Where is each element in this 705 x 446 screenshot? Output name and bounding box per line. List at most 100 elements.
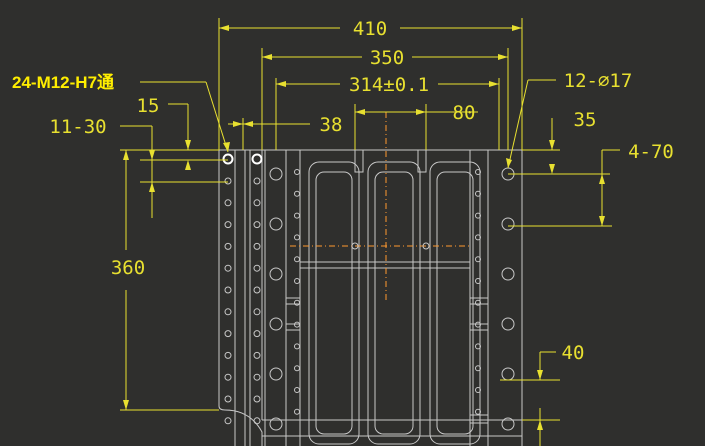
dim-height: 360 (111, 257, 145, 279)
arrowhead (149, 150, 155, 160)
center-lines (290, 112, 470, 300)
tapped-hole (253, 221, 261, 229)
slot-center (367, 161, 421, 445)
rail-hole (475, 321, 481, 328)
plate-geometry (218, 149, 523, 446)
tapped-hole (224, 286, 232, 294)
highlighted-tapped-hole (251, 153, 263, 165)
rail-bracket (285, 323, 301, 331)
rail-hole (475, 234, 481, 241)
through-hole (501, 267, 515, 281)
tapped-hole (253, 199, 261, 207)
callout-right-pitch: 4-70 (628, 141, 674, 163)
rail-hole (294, 343, 300, 350)
arrowhead (506, 158, 512, 168)
tapped-hole (253, 351, 261, 359)
dimension-lines (120, 18, 620, 446)
tapped-hole (253, 264, 261, 272)
arrowhead (276, 81, 286, 87)
dim-slot-offset: 80 (453, 102, 476, 124)
arrowhead (599, 174, 605, 184)
arrowhead (489, 81, 499, 87)
arrowhead (185, 140, 191, 150)
tapped-hole-column-mid (253, 177, 261, 425)
arrowhead (219, 25, 229, 31)
tapped-hole (224, 330, 232, 338)
arrowhead (537, 370, 543, 380)
highlighted-tapped-hole (222, 153, 234, 165)
rail-bracket (285, 297, 301, 305)
arrowhead (149, 182, 155, 192)
arrowhead (223, 142, 230, 152)
tapped-hole (253, 286, 261, 294)
rail-bracket (469, 323, 489, 331)
tapped-hole (253, 395, 261, 403)
rail-hole (294, 234, 300, 241)
rail-hole (475, 169, 481, 175)
bushing (417, 149, 427, 173)
rail-hole (475, 278, 481, 284)
arrowhead (599, 216, 605, 226)
tapped-hole (253, 308, 261, 316)
through-hole (269, 367, 283, 381)
rail-hole (294, 278, 300, 284)
tapped-hole (224, 373, 232, 381)
rail-hole (294, 212, 300, 219)
rail-bracket (469, 297, 489, 305)
arrowhead (243, 121, 253, 127)
rail-hole-column (294, 169, 481, 415)
through-hole (269, 167, 283, 181)
rail-hole (475, 387, 481, 393)
through-hole-column-left (269, 167, 283, 431)
leader-line (507, 79, 529, 169)
rail-hole (294, 321, 300, 328)
dim-bottom-offset: 40 (562, 342, 585, 364)
dim-left-edge-offset: 15 (137, 95, 160, 117)
tapped-hole (224, 351, 232, 359)
slot-left-inner (315, 171, 353, 435)
rail-hole (475, 343, 481, 350)
rail-hole (475, 256, 481, 263)
rail-hole (475, 365, 481, 372)
through-hole (501, 217, 515, 231)
through-hole (269, 317, 283, 331)
dim-small-offset: 38 (320, 114, 343, 136)
arrowhead (262, 54, 272, 60)
tapped-hole-column-left (224, 177, 232, 425)
tapped-hole (253, 330, 261, 338)
tapped-hole (224, 177, 232, 185)
arrowhead (498, 54, 508, 60)
slot-left (308, 161, 360, 445)
tapped-hole (224, 221, 232, 229)
arrowhead (537, 420, 543, 430)
arrowhead (355, 109, 365, 115)
arrowheads (123, 25, 605, 430)
callout-tapped-holes: 24-M12-H7通 (12, 73, 114, 92)
tapped-hole (224, 242, 232, 250)
tapped-hole (253, 242, 261, 250)
tapped-hole (224, 199, 232, 207)
leader-line (205, 81, 229, 153)
dim-hole-span: 314±0.1 (349, 74, 429, 96)
center-hole (422, 242, 430, 250)
rail-hole (294, 256, 300, 263)
slot-center-inner (374, 171, 414, 435)
bushing (354, 149, 364, 173)
dim-frame-width: 350 (370, 47, 404, 69)
through-hole (501, 317, 515, 331)
through-hole (269, 217, 283, 231)
arrowhead (549, 140, 555, 150)
center-hole (351, 242, 359, 250)
rail-hole (294, 299, 300, 306)
rail-hole (294, 190, 300, 197)
tapped-hole (253, 177, 261, 185)
callout-left-holes: 11-30 (49, 116, 106, 138)
rail-hole (294, 169, 300, 175)
through-hole (269, 417, 283, 431)
arrowhead (185, 160, 191, 170)
rail-hole (475, 190, 481, 197)
tapped-hole (224, 264, 232, 272)
callout-right-holes: 12-∅17 (564, 70, 633, 92)
